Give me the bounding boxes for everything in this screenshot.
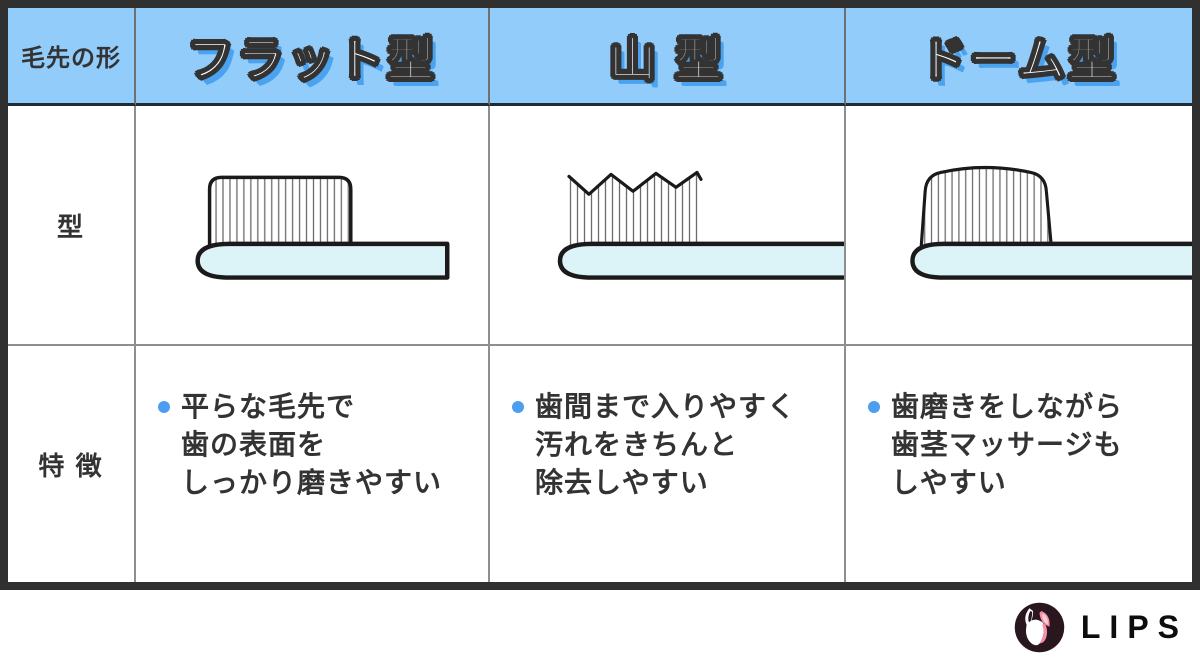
- feature-line: 歯磨きをしながら: [891, 391, 1124, 422]
- column-header-dome: ドーム型: [846, 8, 1192, 106]
- flat-toothbrush-illustration: [195, 175, 450, 280]
- lips-deer-logo-icon: [1014, 602, 1065, 653]
- feature-line: 汚れをきちんと: [535, 429, 739, 460]
- feature-line: しやすい: [891, 467, 1007, 498]
- bullet-icon: [158, 401, 170, 413]
- bullet-icon: [868, 401, 880, 413]
- feature-line: 歯茎マッサージも: [891, 429, 1123, 460]
- flat-feature-text: 平らな毛先で 歯の表面を しっかり磨きやすい: [181, 388, 442, 502]
- row-label-features-cell: 特 徴: [8, 346, 136, 582]
- dome-feature-cell: 歯磨きをしながら 歯茎マッサージも しやすい: [846, 346, 1192, 582]
- column-header-flat: フラット型: [136, 8, 490, 106]
- column-header-dome-label: ドーム型: [919, 32, 1119, 87]
- corner-label: 毛先の形: [21, 45, 121, 72]
- feature-line: 歯間まで入りやすく: [535, 391, 797, 422]
- flat-toothbrush-cell: [136, 106, 490, 346]
- corner-header-cell: 毛先の形: [8, 8, 136, 106]
- row-label-features: 特 徴: [38, 450, 104, 481]
- footer: LIPS: [0, 590, 1200, 665]
- row-label-shape-cell: 型: [8, 106, 136, 346]
- dome-toothbrush-cell: [846, 106, 1192, 346]
- bullet-icon: [512, 401, 524, 413]
- row-label-shape: 型: [56, 211, 85, 242]
- mountain-toothbrush-cell: [490, 106, 846, 346]
- dome-feature: 歯磨きをしながら 歯茎マッサージも しやすい: [868, 388, 1123, 502]
- column-header-mountain-label: 山 型: [608, 32, 726, 87]
- dome-toothbrush-illustration: [910, 165, 1192, 280]
- mountain-feature-cell: 歯間まで入りやすく 汚れをきちんと 除去しやすい: [490, 346, 846, 582]
- mountain-feature: 歯間まで入りやすく 汚れをきちんと 除去しやすい: [512, 388, 796, 502]
- feature-line: 歯の表面を: [181, 429, 327, 460]
- column-header-flat-label: フラット型: [186, 32, 437, 87]
- feature-line: 除去しやすい: [535, 467, 709, 498]
- mountain-toothbrush-illustration: [557, 170, 844, 280]
- flat-feature-cell: 平らな毛先で 歯の表面を しっかり磨きやすい: [136, 346, 490, 582]
- lips-logo-text: LIPS: [1080, 609, 1188, 645]
- comparison-table: 毛先の形 フラット型 山 型 ドーム型 型: [0, 0, 1200, 590]
- column-header-mountain: 山 型: [490, 8, 846, 106]
- dome-feature-text: 歯磨きをしながら 歯茎マッサージも しやすい: [891, 388, 1123, 502]
- flat-feature: 平らな毛先で 歯の表面を しっかり磨きやすい: [158, 388, 442, 502]
- feature-line: しっかり磨きやすい: [181, 467, 443, 498]
- feature-line: 平らな毛先で: [181, 391, 356, 422]
- mountain-feature-text: 歯間まで入りやすく 汚れをきちんと 除去しやすい: [535, 388, 796, 502]
